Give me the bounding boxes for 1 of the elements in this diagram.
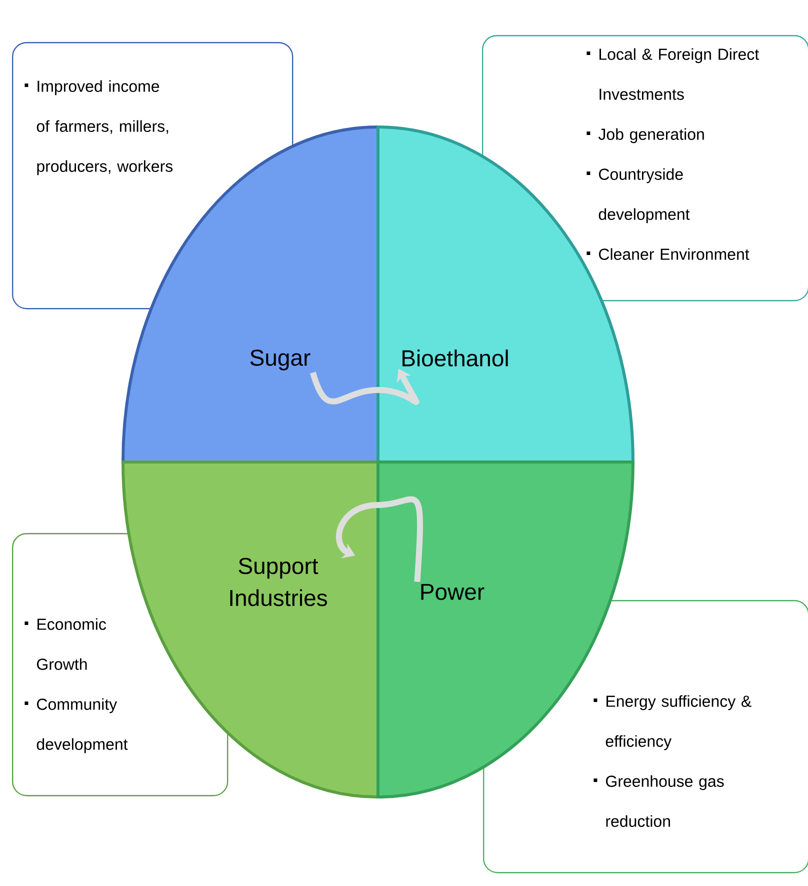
cycle-arrow: [336, 496, 423, 582]
